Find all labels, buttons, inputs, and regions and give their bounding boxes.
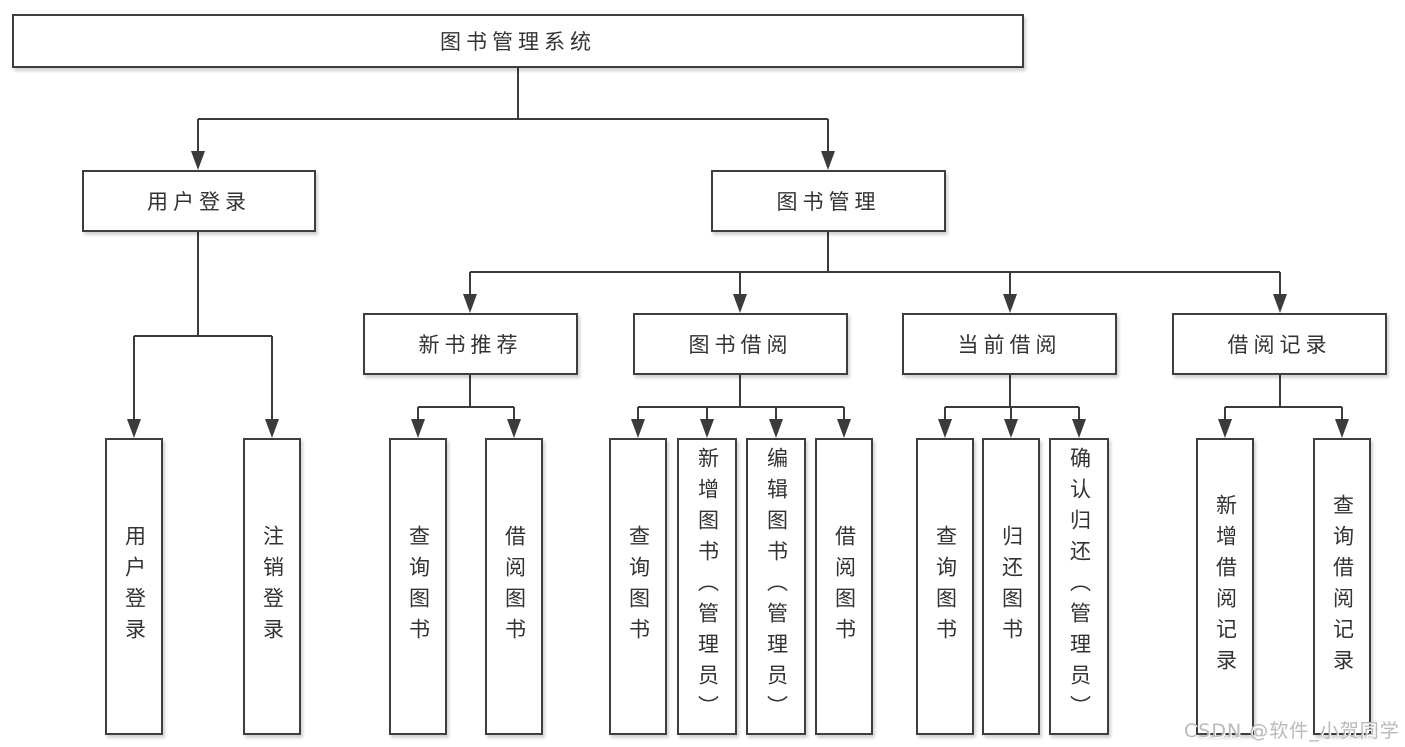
node-library-system: 图书管理系统: [12, 14, 1024, 68]
node-book-borrowing-label: 图书借阅: [688, 333, 793, 357]
node-borrowing-records: 借阅记录: [1172, 313, 1387, 375]
leaf-query-book-current-label: 查询图书: [933, 524, 958, 649]
leaf-return-book: 归还图书: [982, 438, 1040, 735]
leaf-logout: 注销登录: [243, 438, 301, 735]
leaf-confirm-return-admin: 确认归还（管理员）: [1049, 438, 1109, 735]
leaf-borrow-book-label: 借阅图书: [832, 524, 857, 649]
node-user-login: 用户登录: [82, 170, 316, 232]
leaf-user-login: 用户登录: [105, 438, 163, 735]
leaf-add-borrow-record-label: 新增借阅记录: [1213, 493, 1238, 680]
node-borrowing-records-label: 借阅记录: [1227, 333, 1332, 357]
leaf-add-borrow-record: 新增借阅记录: [1196, 438, 1254, 735]
leaf-borrow-book-recommend: 借阅图书: [485, 438, 543, 735]
leaf-edit-book-admin-label: 编辑图书（管理员）: [764, 447, 789, 726]
leaf-query-book-current: 查询图书: [916, 438, 974, 735]
leaf-add-book-admin-label: 新增图书（管理员）: [695, 447, 720, 726]
leaf-return-book-label: 归还图书: [999, 524, 1024, 649]
leaf-query-borrow-record: 查询借阅记录: [1313, 438, 1371, 735]
leaf-borrow-book: 借阅图书: [815, 438, 873, 735]
watermark: CSDN @软件_小贺同学: [1184, 720, 1400, 742]
leaf-query-book-borrowing: 查询图书: [609, 438, 667, 735]
leaf-edit-book-admin: 编辑图书（管理员）: [746, 438, 806, 735]
node-current-borrowing-label: 当前借阅: [957, 333, 1062, 357]
node-library-system-label: 图书管理系统: [440, 30, 596, 54]
leaf-user-login-label: 用户登录: [122, 524, 147, 649]
leaf-query-book-recommend-label: 查询图书: [406, 524, 431, 649]
node-book-borrowing: 图书借阅: [633, 313, 848, 375]
leaf-query-book-borrowing-label: 查询图书: [626, 524, 651, 649]
leaf-logout-label: 注销登录: [260, 524, 285, 649]
leaf-query-book-recommend: 查询图书: [389, 438, 447, 735]
node-new-book-recommend-label: 新书推荐: [418, 333, 523, 357]
connector-arrowheads: [127, 151, 1349, 438]
connector-lines: [133, 68, 1343, 420]
node-book-management: 图书管理: [711, 170, 946, 232]
node-user-login-label: 用户登录: [147, 190, 251, 214]
leaf-borrow-book-recommend-label: 借阅图书: [502, 524, 527, 649]
leaf-add-book-admin: 新增图书（管理员）: [677, 438, 737, 735]
leaf-query-borrow-record-label: 查询借阅记录: [1330, 493, 1355, 680]
leaf-confirm-return-admin-label: 确认归还（管理员）: [1067, 447, 1092, 726]
node-book-management-label: 图书管理: [776, 190, 881, 214]
node-current-borrowing: 当前借阅: [902, 313, 1117, 375]
node-new-book-recommend: 新书推荐: [363, 313, 578, 375]
